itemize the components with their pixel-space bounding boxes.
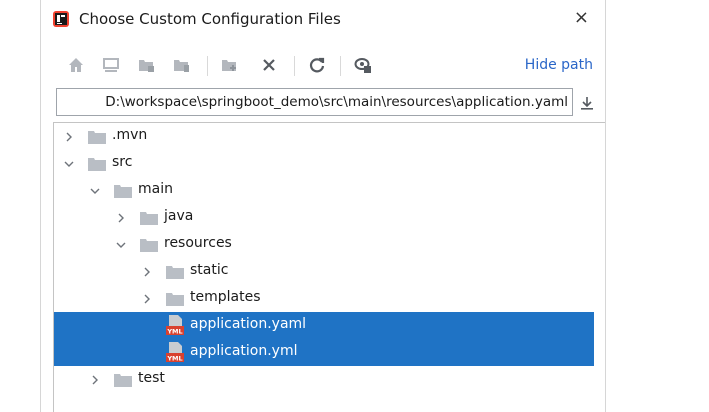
tree-item-label: .mvn: [112, 127, 148, 143]
tree-folder-row[interactable]: src: [54, 150, 594, 177]
refresh-icon[interactable]: [305, 53, 329, 77]
title-bar: Choose Custom Configuration Files ×: [41, 0, 605, 40]
path-input[interactable]: D:\workspace\springboot_demo\src\main\re…: [105, 94, 568, 110]
chevron-right-icon[interactable]: [140, 291, 154, 305]
tree-folder-row[interactable]: java: [54, 204, 594, 231]
dialog-title: Choose Custom Configuration Files: [79, 10, 341, 28]
intellij-app-icon: [53, 11, 69, 27]
tree-item-label: java: [164, 208, 194, 224]
folder-icon: [114, 372, 132, 387]
toolbar-separator: [294, 56, 295, 76]
module-folder-icon[interactable]: [169, 53, 193, 77]
tree-item-label: static: [190, 262, 229, 278]
chevron-right-icon[interactable]: [88, 372, 102, 386]
yaml-file-icon: YML: [166, 315, 184, 336]
svg-text:YML: YML: [166, 328, 182, 336]
download-icon[interactable]: [575, 91, 599, 115]
tree-item-label: test: [138, 370, 165, 386]
chevron-down-icon[interactable]: [114, 237, 128, 251]
home-icon[interactable]: [64, 53, 88, 77]
tree-item-label: application.yml: [190, 343, 298, 359]
toolbar-separator: [340, 56, 341, 76]
desktop-icon[interactable]: [99, 53, 123, 77]
svg-text:YML: YML: [166, 355, 182, 363]
choose-config-dialog: Choose Custom Configuration Files ×: [40, 0, 606, 412]
chevron-down-icon[interactable]: [62, 156, 76, 170]
close-button[interactable]: ×: [573, 7, 589, 28]
folder-icon: [166, 291, 184, 306]
tree-file-row[interactable]: YML application.yaml: [54, 312, 594, 339]
new-folder-icon[interactable]: [217, 53, 241, 77]
tree-folder-row[interactable]: templates: [54, 285, 594, 312]
tree-item-label: application.yaml: [190, 316, 307, 332]
toolbar: Hide path: [41, 48, 605, 84]
folder-icon: [140, 237, 158, 252]
tree-file-row[interactable]: YML application.yml: [54, 339, 594, 366]
chevron-right-icon[interactable]: [62, 129, 76, 143]
folder-icon: [140, 210, 158, 225]
hide-path-link[interactable]: Hide path: [524, 57, 593, 73]
folder-icon: [166, 264, 184, 279]
show-hidden-icon[interactable]: [351, 53, 375, 77]
folder-icon: [114, 183, 132, 198]
tree-folder-row[interactable]: resources: [54, 231, 594, 258]
path-field[interactable]: D:\workspace\springboot_demo\src\main\re…: [56, 88, 573, 116]
delete-icon[interactable]: [257, 53, 281, 77]
chevron-right-icon[interactable]: [114, 210, 128, 224]
tree-folder-row[interactable]: .mvn: [54, 123, 594, 150]
chevron-right-icon[interactable]: [140, 264, 154, 278]
folder-icon: [88, 129, 106, 144]
tree-item-label: resources: [164, 235, 232, 251]
folder-icon: [88, 156, 106, 171]
tree-item-label: src: [112, 154, 133, 170]
toolbar-separator: [207, 56, 208, 76]
tree-item-label: main: [138, 181, 173, 197]
tree-folder-row[interactable]: static: [54, 258, 594, 285]
yaml-file-icon: YML: [166, 342, 184, 363]
tree-folder-row[interactable]: main: [54, 177, 594, 204]
project-folder-icon[interactable]: [134, 53, 158, 77]
tree-folder-row[interactable]: test: [54, 366, 594, 393]
tree-item-label: templates: [190, 289, 261, 305]
chevron-down-icon[interactable]: [88, 183, 102, 197]
